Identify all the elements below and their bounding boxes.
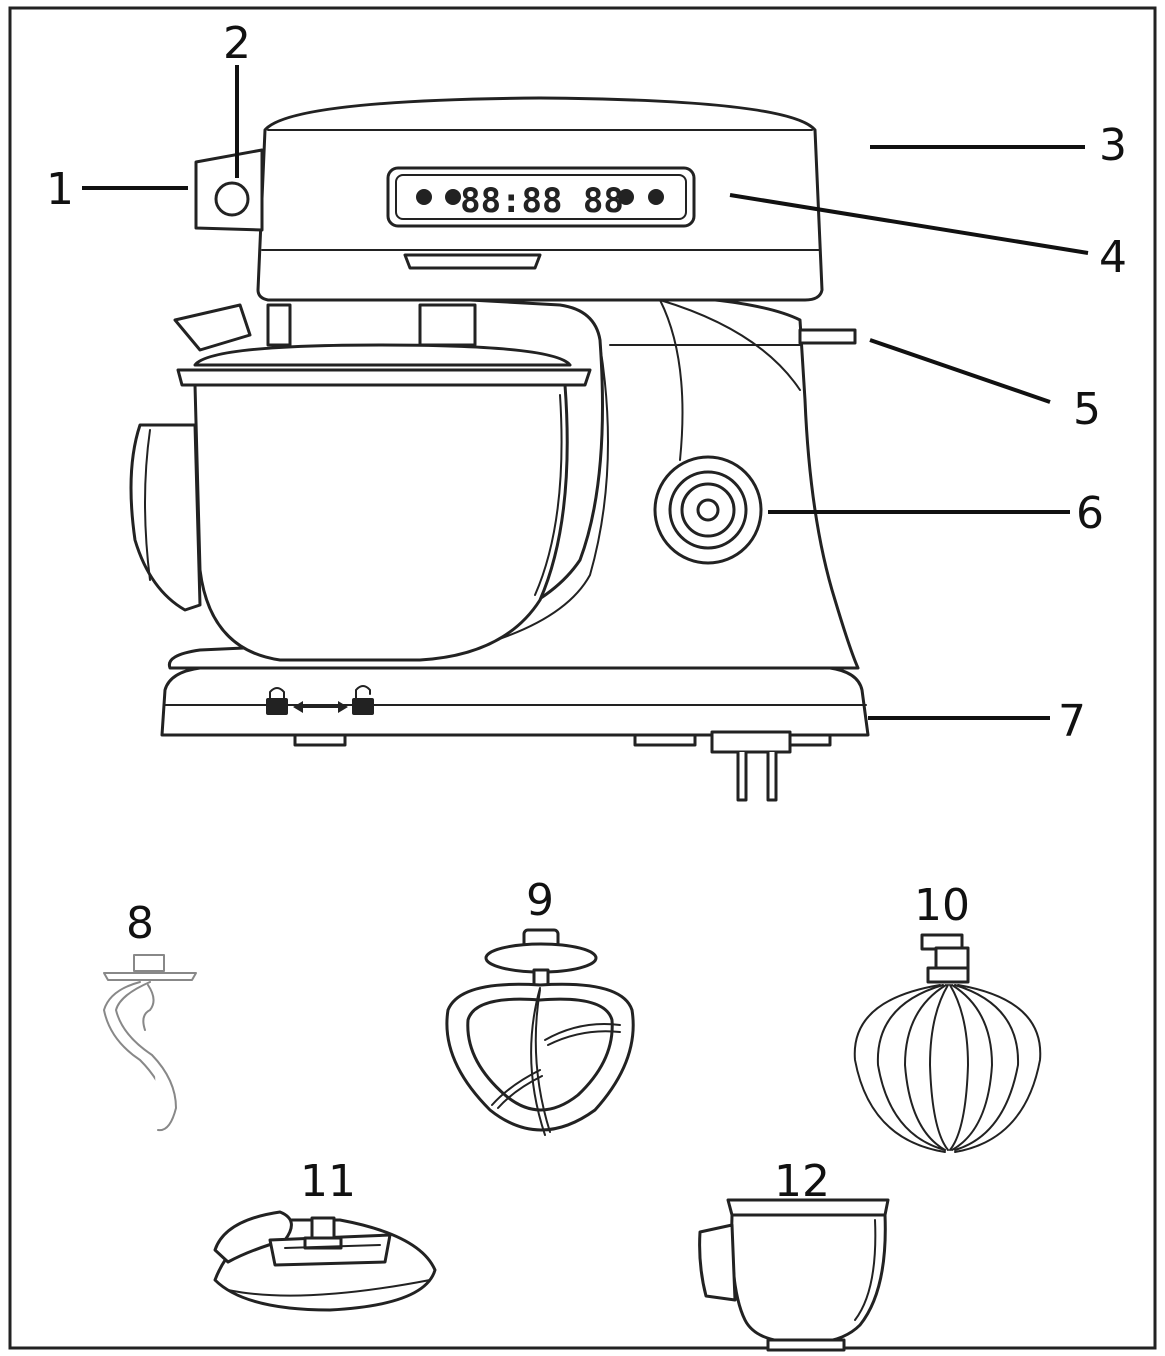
- label-2: 2: [223, 18, 251, 69]
- whisk: [853, 933, 1042, 1153]
- mixer-head: 88:88 88: [194, 96, 824, 302]
- speed-knob[interactable]: [214, 181, 250, 217]
- mixer-bowl: [129, 383, 569, 662]
- splash-guard-lid: [213, 1210, 437, 1312]
- display-digits: 88:88 88: [460, 181, 624, 221]
- label-8: 8: [126, 898, 154, 949]
- label-7: 7: [1058, 696, 1086, 747]
- label-5: 5: [1073, 384, 1101, 435]
- label-9: 9: [526, 875, 554, 926]
- mixer-body: [167, 293, 860, 670]
- splash-guard: [173, 303, 592, 387]
- label-1: 1: [46, 164, 74, 215]
- attachment-hub[interactable]: [653, 455, 763, 565]
- label-11: 11: [300, 1156, 356, 1207]
- lock-unlock-indicator: [266, 685, 374, 715]
- label-4: 4: [1099, 232, 1127, 283]
- label-6: 6: [1076, 488, 1104, 539]
- callout-lines: [82, 65, 1089, 720]
- spare-bowl: [698, 1198, 890, 1352]
- control-panel: 88:88 88: [386, 166, 696, 228]
- mixer-base: [160, 666, 870, 802]
- label-10: 10: [914, 880, 970, 931]
- label-3: 3: [1099, 120, 1127, 171]
- flat-beater: [445, 928, 635, 1136]
- stand-mixer: 88:88 88: [129, 96, 870, 802]
- head-release[interactable]: [798, 328, 857, 345]
- diagram-border: [8, 6, 1157, 1350]
- dough-hook: [103, 954, 197, 1132]
